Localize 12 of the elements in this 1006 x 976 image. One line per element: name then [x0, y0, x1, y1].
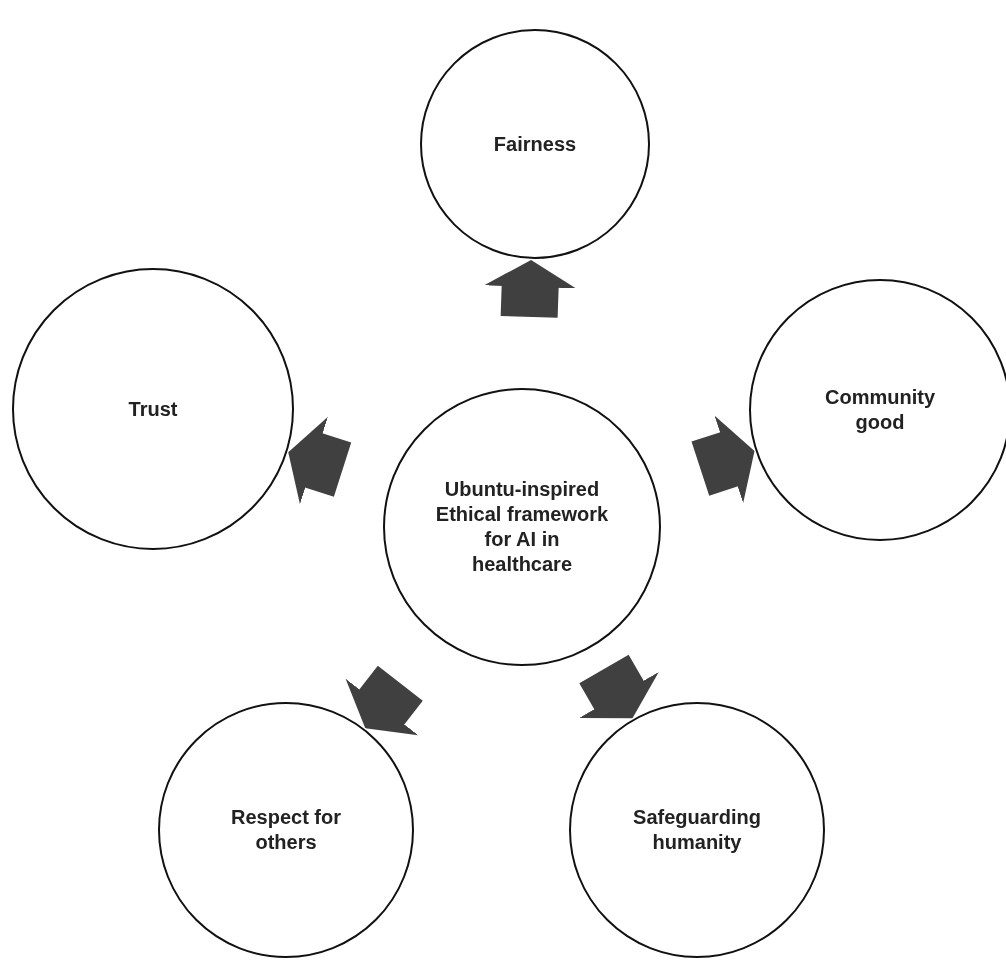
circle-node — [420, 29, 650, 259]
circle-node — [749, 279, 1006, 541]
circle-node — [158, 702, 414, 958]
circle-node — [12, 268, 294, 550]
node-label: Respect for others — [230, 805, 342, 855]
circle-node — [569, 702, 825, 958]
node-label: Trust — [127, 396, 179, 422]
circle-node — [383, 388, 661, 666]
node-label: Ubuntu-inspired Ethical framework for AI in healthcare — [434, 477, 610, 577]
node-label: Fairness — [492, 131, 578, 157]
node-label: Community good — [824, 385, 936, 435]
node-label: Safeguarding humanity — [632, 805, 762, 855]
